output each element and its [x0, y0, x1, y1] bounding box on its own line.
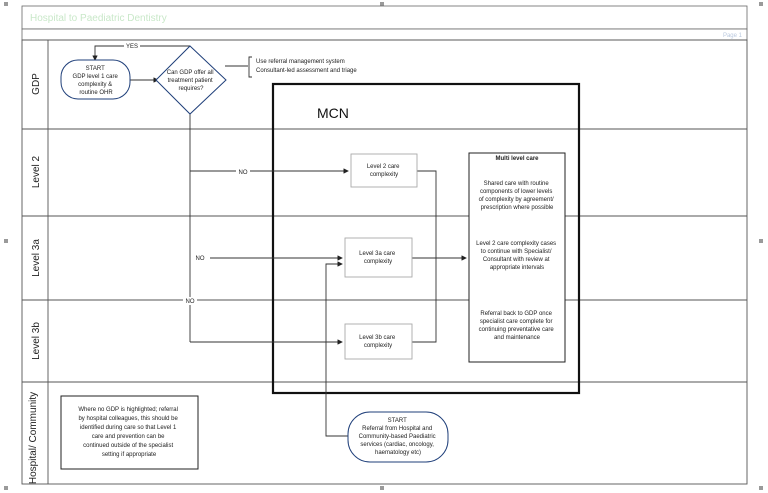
resize-handle-right[interactable]: [759, 239, 763, 243]
lane-label-hospital-community: Hospital/ Community: [28, 392, 39, 484]
multi-level-care-shared: Shared care with routine components of l…: [479, 181, 556, 211]
level-2-care-node[interactable]: [350, 153, 418, 188]
subheader-bar: [21, 28, 748, 41]
gdp-decision-node[interactable]: [155, 45, 227, 115]
hospital-note-text: Where no GDP is highlighted; referral by…: [78, 407, 179, 458]
lane-label-level-2: Level 2: [31, 155, 42, 188]
referral-note: Use referral management system Consultan…: [256, 59, 357, 74]
lane-label-level-3b: Level 3b: [31, 322, 42, 360]
resize-handle-bottom[interactable]: [380, 486, 384, 490]
hospital-note-box: [60, 395, 199, 470]
lane-label-level-3a: Level 3a: [31, 239, 42, 277]
lane-label-gdp: GDP: [31, 73, 42, 95]
connectors: [92, 45, 467, 437]
start-gdp-text: START GDP level 1 care complexity & rout…: [73, 66, 120, 96]
resize-handle-top[interactable]: [380, 2, 384, 6]
resize-handle-bl[interactable]: [4, 486, 8, 490]
level-3b-care-node[interactable]: [344, 323, 413, 360]
edge-label-no-level-3b: NO: [186, 299, 195, 305]
level-3a-care-text: Level 3a care complexity: [359, 251, 397, 265]
edge-label-no-level-3a: NO: [196, 256, 205, 262]
multi-level-care-referral-back: Referral back to GDP once specialist car…: [479, 311, 556, 341]
multi-level-care-node[interactable]: [468, 152, 566, 363]
resize-handle-left[interactable]: [4, 239, 8, 243]
mcn-boundary: [271, 82, 581, 395]
start-hospital-text: START Referral from Hospital and Communi…: [359, 418, 438, 456]
start-hospital-node[interactable]: [347, 411, 449, 463]
mcn-label: MCN: [317, 105, 349, 121]
resize-handle-tr[interactable]: [759, 2, 763, 6]
diagram-title: Hospital to Paediatric Dentistry: [30, 13, 167, 24]
start-gdp-node[interactable]: [60, 59, 131, 100]
multi-level-care-title: Multi level care: [495, 156, 539, 162]
level-2-care-text: Level 2 care complexity: [367, 164, 401, 178]
level-3a-care-node[interactable]: [344, 237, 413, 278]
resize-handle-br[interactable]: [759, 486, 763, 490]
edge-label-no-level-2: NO: [239, 170, 248, 176]
edge-label-yes: YES: [126, 44, 138, 50]
level-3b-care-text: Level 3b care complexity: [359, 335, 397, 349]
multi-level-care-review: Level 2 care complexity cases to continu…: [476, 241, 558, 271]
page-tag: Page 1: [723, 33, 743, 39]
gdp-decision-text: Can GDP offer all treatment patient requ…: [167, 70, 215, 92]
resize-handle-tl[interactable]: [4, 2, 8, 6]
swimlane-frame: [21, 39, 748, 485]
